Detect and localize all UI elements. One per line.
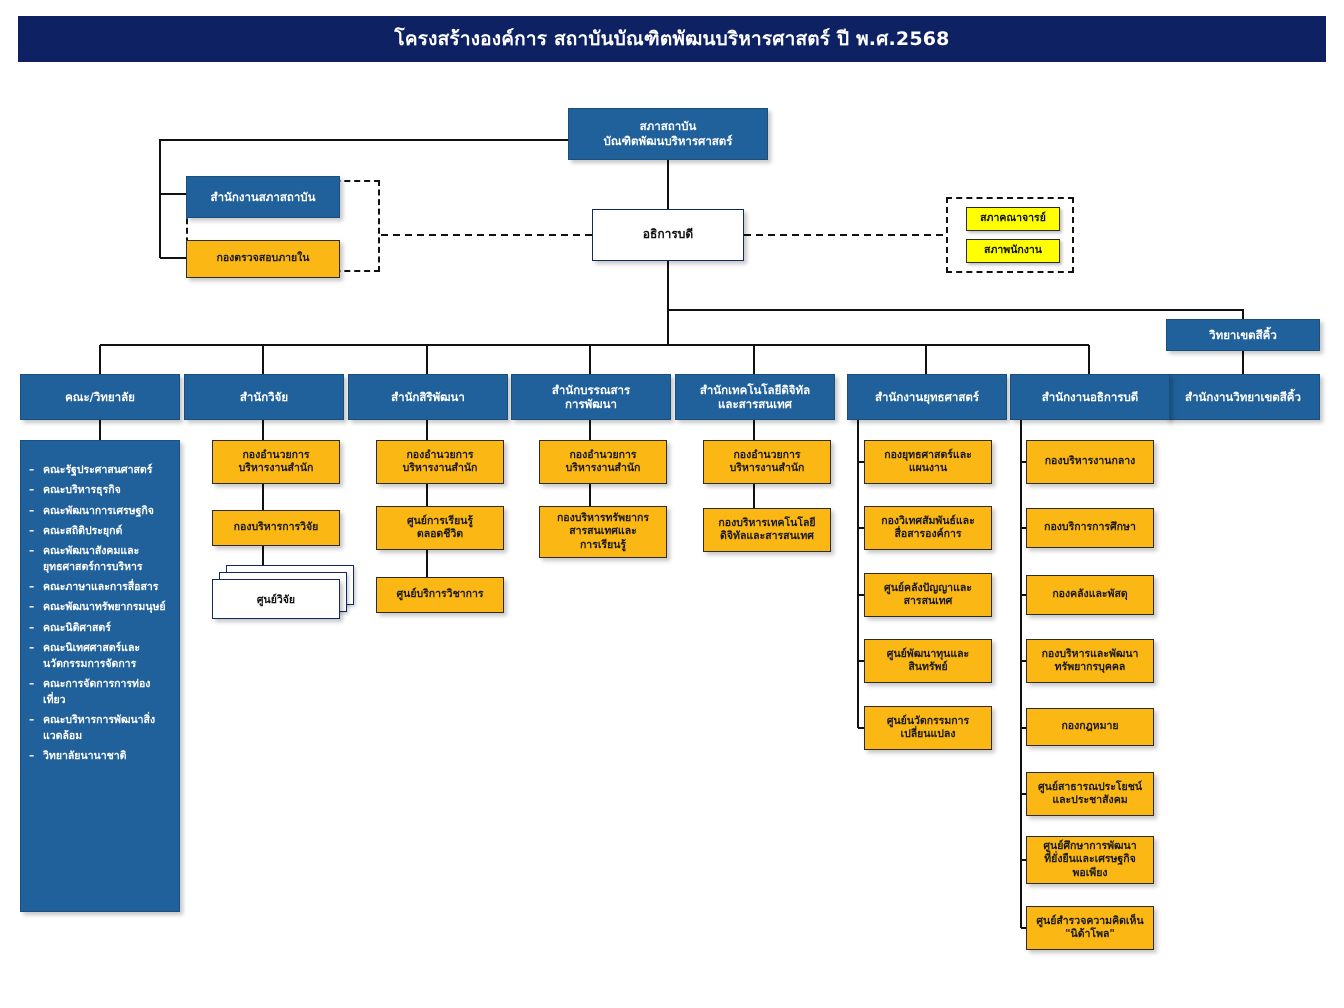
faculty-list-item[interactable]: –คณะพัฒนาการเศรษฐกิจ	[29, 504, 171, 520]
bullet-dash-icon: –	[29, 504, 35, 517]
node-unit-president-office-4[interactable]: กองกฎหมาย	[1026, 708, 1154, 746]
faculty-list-item[interactable]: –คณะพัฒนาสังคมและยุทธศาสตร์การบริหาร	[29, 544, 171, 576]
page-title: โครงสร้างองค์การ สถาบันบัณฑิตพัฒนบริหารศ…	[18, 16, 1326, 62]
node-unit-president-office-6[interactable]: ศูนย์ศึกษาการพัฒนาที่ยั่งยืนและเศรษฐกิจพ…	[1026, 836, 1154, 884]
faculty-list-item[interactable]: –คณะบริหารการพัฒนาสิ่งแวดล้อม	[29, 713, 171, 745]
col-head-strategy-office[interactable]: สำนักงานยุทธศาสตร์	[847, 374, 1007, 420]
faculty-list-item-label: วิทยาลัยนานาชาติ	[43, 749, 127, 762]
col-head-siri-pattana[interactable]: สำนักสิริพัฒนา	[348, 374, 508, 420]
bullet-dash-icon: –	[29, 677, 35, 690]
node-council-office[interactable]: สำนักงานสภาสถาบัน	[186, 176, 340, 218]
faculty-list-item-label: คณะพัฒนาการเศรษฐกิจ	[43, 504, 154, 517]
node-unit-president-office-1[interactable]: กองบริการการศึกษา	[1026, 508, 1154, 548]
col-head-research-office[interactable]: สำนักวิจัย	[184, 374, 344, 420]
node-unit-strategy-office-0[interactable]: กองยุทธศาสตร์และแผนงาน	[864, 440, 992, 484]
faculty-list-item[interactable]: –วิทยาลัยนานาชาติ	[29, 749, 171, 765]
bullet-dash-icon: –	[29, 601, 35, 614]
faculty-list-item-label: คณะบริหารธุรกิจ	[43, 484, 121, 497]
faculty-list-item-label: คณะการจัดการการท่องเที่ยว	[43, 677, 151, 706]
faculty-list-item[interactable]: –คณะสถิติประยุกต์	[29, 524, 171, 540]
node-unit-library-0[interactable]: กองอำนวยการบริหารงานสำนัก	[539, 440, 667, 484]
faculty-list-item-label: คณะบริหารการพัฒนาสิ่งแวดล้อม	[43, 713, 156, 742]
node-campus-sikhio[interactable]: วิทยาเขตสีคิ้ว	[1166, 319, 1320, 351]
faculty-list-item-label: คณะนิติศาสตร์	[43, 621, 111, 634]
council-line-1: สภาสถาบัน	[639, 119, 697, 134]
bullet-dash-icon: –	[29, 545, 35, 557]
faculty-list-item-label: คณะนิเทศศาสตร์และนวัตกรรมการจัดการ	[43, 641, 141, 670]
node-unit-research-office-0[interactable]: กองอำนวยการบริหารงานสำนัก	[212, 440, 340, 484]
col-head-president-office[interactable]: สำนักงานอธิการบดี	[1010, 374, 1170, 420]
bullet-dash-icon: –	[29, 581, 35, 593]
faculty-list-item[interactable]: –คณะรัฐประศาสนศาสตร์	[29, 463, 171, 479]
node-staff-senate[interactable]: สภาพนักงาน	[966, 239, 1060, 263]
faculty-list-item-label: คณะภาษาและการสื่อสาร	[43, 581, 159, 593]
faculty-list: –คณะรัฐประศาสนศาสตร์–คณะบริหารธุรกิจ–คณะ…	[29, 463, 171, 765]
faculty-list-item-label: คณะพัฒนาทรัพยากรมนุษย์	[43, 601, 166, 614]
col-head-faculties[interactable]: คณะ/วิทยาลัย	[20, 374, 180, 420]
advisory-group-dashed-box	[946, 197, 1074, 273]
node-unit-siri-pattana-2[interactable]: ศูนย์บริการวิชาการ	[376, 577, 504, 613]
node-unit-president-office-3[interactable]: กองบริหารและพัฒนาทรัพยากรบุคคล	[1026, 639, 1154, 683]
faculty-list-item[interactable]: –คณะนิติศาสตร์	[29, 621, 171, 637]
faculty-list-item[interactable]: –คณะพัฒนาทรัพยากรมนุษย์	[29, 600, 171, 616]
col-head-library[interactable]: สำนักบรรณสารการพัฒนา	[511, 374, 671, 420]
council-line-2: บัณฑิตพัฒนบริหารศาสตร์	[603, 134, 733, 148]
node-unit-president-office-2[interactable]: กองคลังและพัสดุ	[1026, 575, 1154, 615]
bullet-dash-icon: –	[29, 464, 35, 476]
node-faculty-senate[interactable]: สภาคณาจารย์	[966, 207, 1060, 231]
node-unit-president-office-5[interactable]: ศูนย์สาธารณประโยชน์และประชาสังคม	[1026, 772, 1154, 816]
col-head-digital-tech[interactable]: สำนักเทคโนโลยีดิจิทัลและสารสนเทศ	[675, 374, 835, 420]
node-campus-sikhio-office[interactable]: สำนักงานวิทยาเขตสีคิ้ว	[1166, 374, 1320, 420]
node-unit-research-office-1[interactable]: กองบริหารการวิจัย	[212, 510, 340, 546]
node-unit-siri-pattana-1[interactable]: ศูนย์การเรียนรู้ตลอดชีวิต	[376, 506, 504, 550]
faculty-list-item-label: คณะพัฒนาสังคมและยุทธศาสตร์การบริหาร	[43, 545, 143, 573]
node-unit-strategy-office-3[interactable]: ศูนย์พัฒนาทุนและสินทรัพย์	[864, 639, 992, 683]
bullet-dash-icon: –	[29, 641, 35, 654]
node-unit-strategy-office-2[interactable]: ศูนย์คลังปัญญาและสารสนเทศ	[864, 573, 992, 617]
faculty-list-panel: –คณะรัฐประศาสนศาสตร์–คณะบริหารธุรกิจ–คณะ…	[20, 440, 180, 912]
node-unit-siri-pattana-0[interactable]: กองอำนวยการบริหารงานสำนัก	[376, 440, 504, 484]
bullet-dash-icon: –	[29, 749, 35, 762]
bullet-dash-icon: –	[29, 484, 35, 497]
faculty-list-item-label: คณะสถิติประยุกต์	[43, 524, 123, 537]
faculty-list-item[interactable]: –คณะนิเทศศาสตร์และนวัตกรรมการจัดการ	[29, 641, 171, 673]
node-internal-audit[interactable]: กองตรวจสอบภายใน	[186, 240, 340, 278]
node-unit-strategy-office-4[interactable]: ศูนย์นวัตกรรมการเปลี่ยนแปลง	[864, 706, 992, 750]
node-research-center-stack[interactable]: ศูนย์วิจัย	[212, 565, 354, 619]
faculty-list-item[interactable]: –คณะบริหารธุรกิจ	[29, 483, 171, 499]
faculty-list-item[interactable]: –คณะการจัดการการท่องเที่ยว	[29, 677, 171, 709]
bullet-dash-icon: –	[29, 621, 35, 634]
node-unit-digital-tech-1[interactable]: กองบริหารเทคโนโลยีดิจิทัลและสารสนเทศ	[703, 508, 831, 552]
node-unit-president-office-7[interactable]: ศูนย์สำรวจความคิดเห็น"นิด้าโพล"	[1026, 906, 1154, 950]
node-unit-strategy-office-1[interactable]: กองวิเทศสัมพันธ์และสื่อสารองค์การ	[864, 506, 992, 550]
faculty-list-item[interactable]: –คณะภาษาและการสื่อสาร	[29, 580, 171, 596]
stack-card-front[interactable]: ศูนย์วิจัย	[212, 579, 340, 619]
node-unit-president-office-0[interactable]: กองบริหารงานกลาง	[1026, 440, 1154, 484]
node-unit-library-1[interactable]: กองบริหารทรัพยากรสารสนเทศและการเรียนรู้	[539, 506, 667, 558]
bullet-dash-icon: –	[29, 524, 35, 537]
node-unit-digital-tech-0[interactable]: กองอำนวยการบริหารงานสำนัก	[703, 440, 831, 484]
node-president[interactable]: อธิการบดี	[592, 209, 744, 261]
faculty-list-item-label: คณะรัฐประศาสนศาสตร์	[43, 464, 153, 476]
node-university-council[interactable]: สภาสถาบัน บัณฑิตพัฒนบริหารศาสตร์	[568, 108, 768, 160]
bullet-dash-icon: –	[29, 713, 35, 726]
